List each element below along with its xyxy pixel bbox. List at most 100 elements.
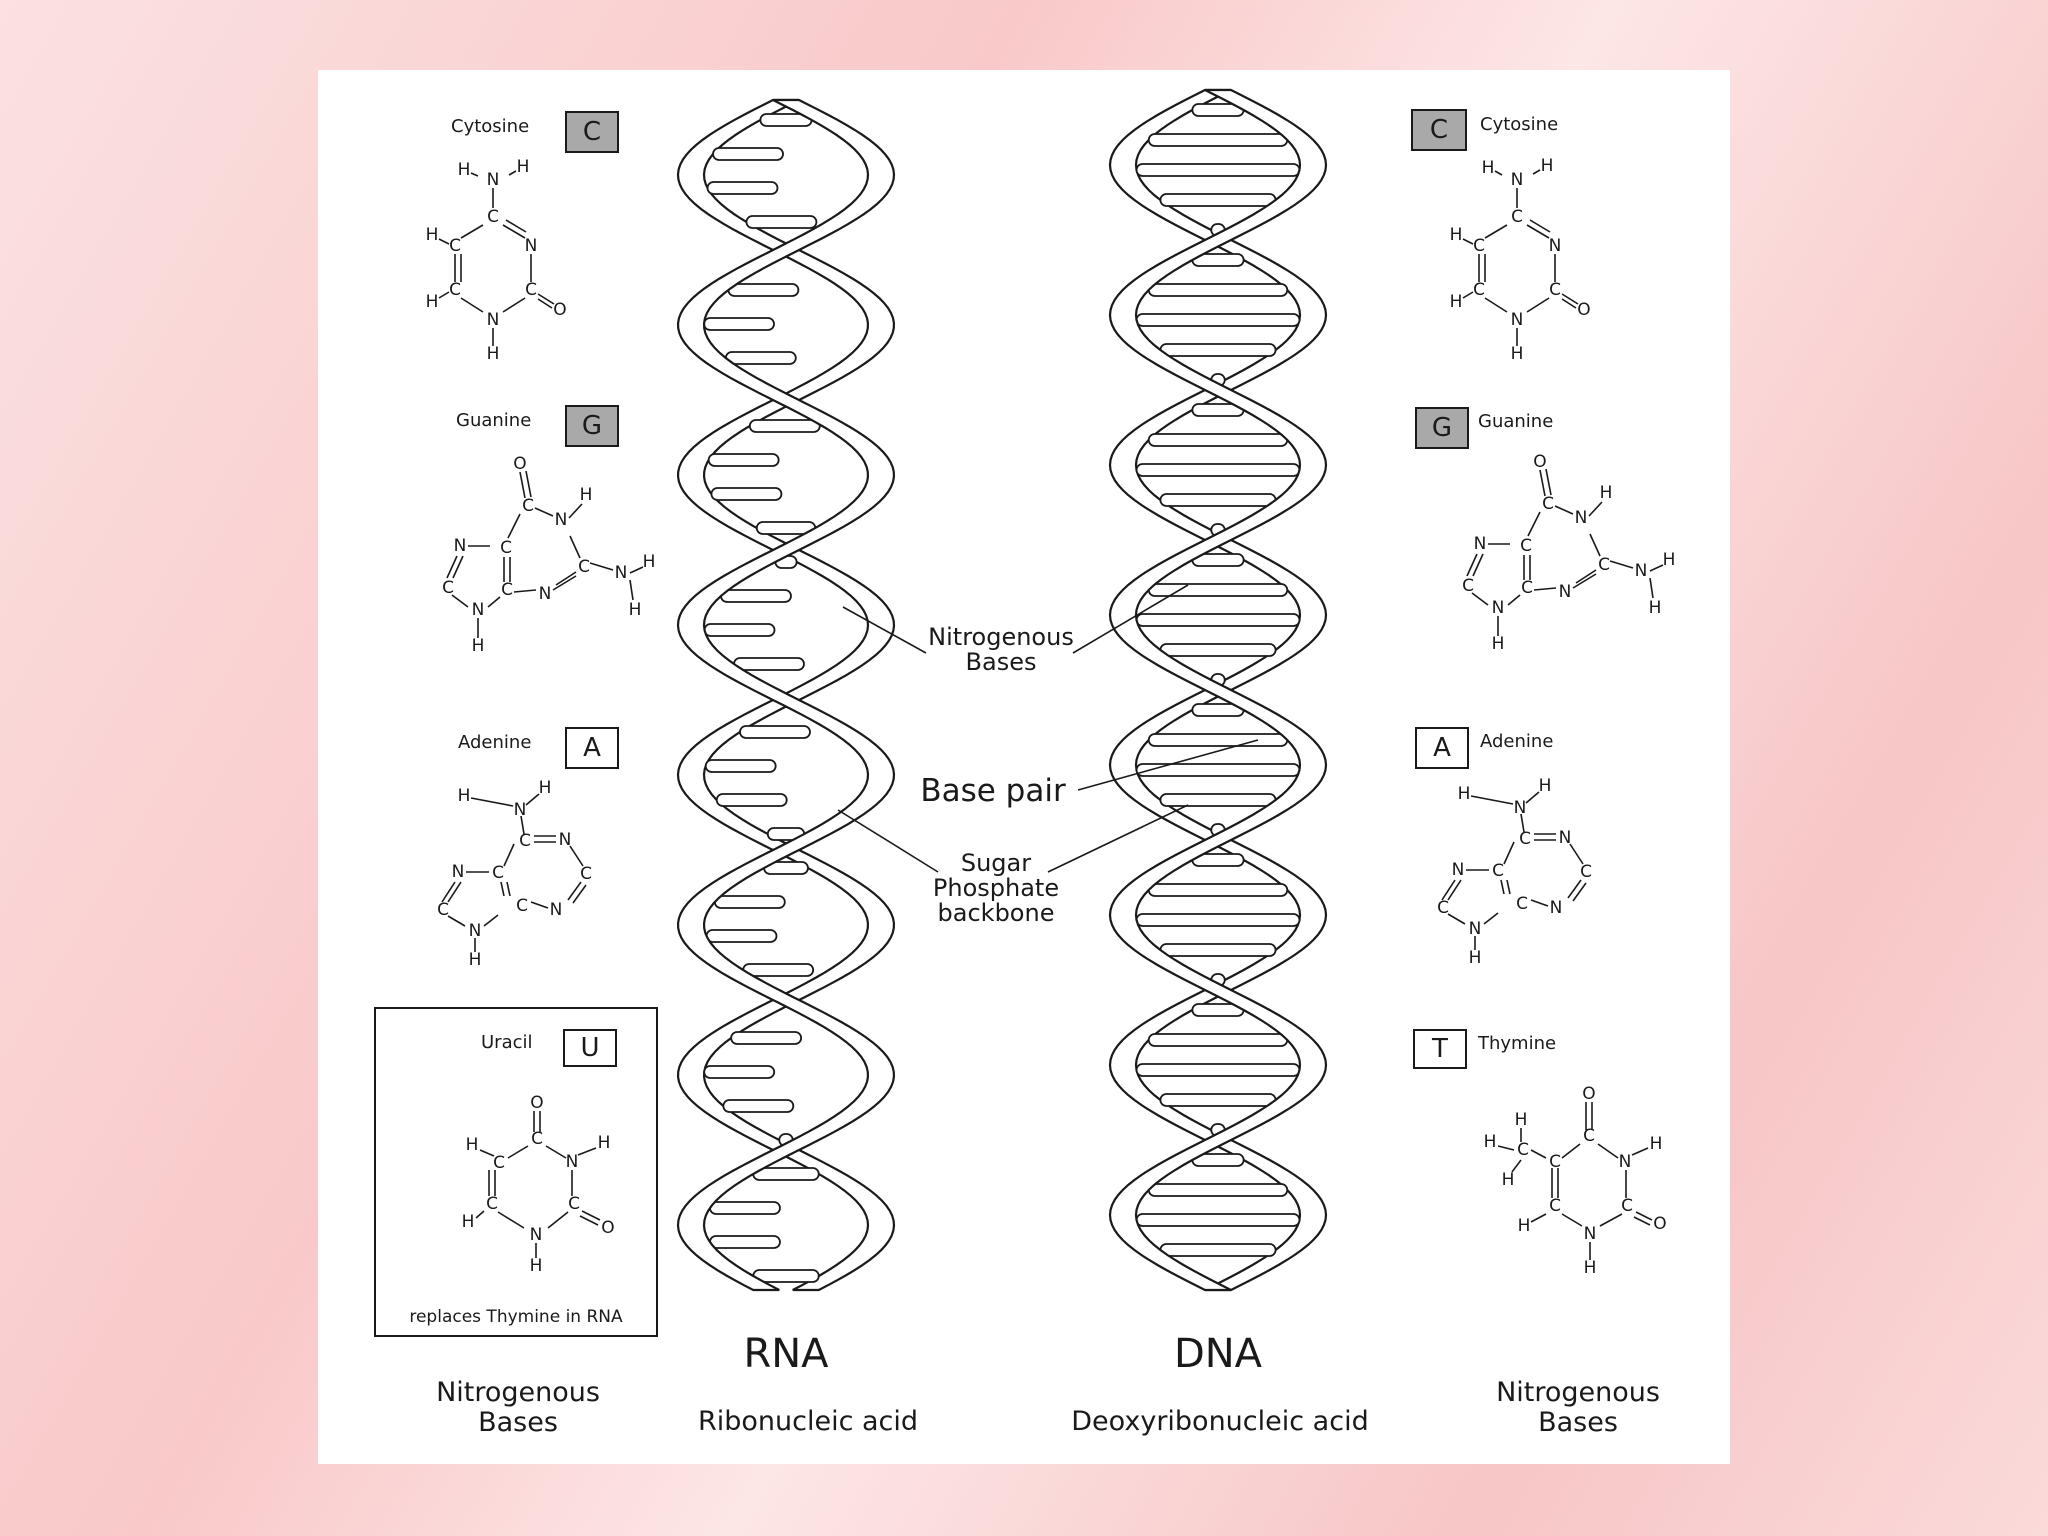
base-pair-rung	[1160, 794, 1275, 806]
svg-text:N: N	[487, 170, 500, 190]
svg-text:C: C	[1462, 576, 1474, 596]
left-cytosine-letter: C	[583, 117, 601, 147]
base-rung	[734, 658, 804, 670]
base-rung	[709, 454, 779, 466]
right-caption-line1: Nitrogenous	[1496, 1377, 1660, 1408]
left-caption-line1: Nitrogenous	[436, 1377, 600, 1408]
base-rung	[726, 352, 796, 364]
right-adenine: A Adenine H N H C N C N	[1416, 728, 1592, 968]
svg-text:H: H	[643, 552, 656, 572]
base-pair-rung	[1149, 134, 1288, 146]
svg-text:N: N	[525, 236, 538, 256]
left-uracil-letter: U	[580, 1033, 599, 1063]
right-thymine-name: Thymine	[1477, 1033, 1556, 1054]
base-rung	[731, 1032, 801, 1044]
svg-text:C: C	[1473, 236, 1485, 256]
svg-text:C: C	[487, 207, 499, 227]
callout-nitrogenous-line1: Nitrogenous	[928, 623, 1074, 651]
callout-sugar-line1: Sugar	[961, 849, 1031, 877]
svg-text:O: O	[513, 454, 526, 474]
base-pair-rung	[1149, 734, 1288, 746]
base-rung	[710, 1236, 780, 1248]
base-pair-rung	[1137, 914, 1300, 926]
right-thymine-letter: T	[1431, 1034, 1448, 1064]
right-caption-line2: Bases	[1538, 1407, 1618, 1438]
svg-text:H: H	[1450, 292, 1463, 312]
svg-text:O: O	[530, 1093, 543, 1113]
svg-text:N: N	[454, 536, 467, 556]
svg-text:H: H	[1600, 483, 1613, 503]
svg-text:C: C	[519, 831, 531, 851]
left-guanine: Guanine G O C N H	[442, 406, 655, 656]
base-pair-rung	[1160, 194, 1275, 206]
svg-text:C: C	[522, 496, 534, 516]
svg-text:N: N	[469, 921, 482, 941]
base-pair-rung	[1160, 494, 1275, 506]
svg-text:H: H	[462, 1212, 475, 1232]
svg-text:H: H	[469, 950, 482, 970]
svg-text:C: C	[1520, 536, 1532, 556]
left-uracil-name: Uracil	[481, 1032, 533, 1053]
svg-text:C: C	[1517, 1140, 1529, 1160]
svg-text:H: H	[1502, 1170, 1515, 1190]
svg-text:N: N	[615, 563, 628, 583]
left-guanine-letter: G	[582, 411, 602, 441]
svg-text:N: N	[1492, 598, 1505, 618]
base-rung	[710, 1202, 780, 1214]
svg-text:C: C	[1437, 898, 1449, 918]
svg-text:H: H	[517, 157, 530, 177]
base-pair-rung	[1137, 164, 1300, 176]
base-pair-rung	[1149, 1034, 1288, 1046]
svg-text:O: O	[553, 300, 566, 320]
svg-text:H: H	[1458, 784, 1471, 804]
svg-text:C: C	[449, 280, 461, 300]
svg-text:H: H	[1515, 1110, 1528, 1130]
base-rung	[750, 420, 820, 432]
svg-text:H: H	[530, 1256, 543, 1276]
svg-text:H: H	[1539, 776, 1552, 796]
base-rung	[728, 284, 798, 296]
base-pair-rung	[1137, 1214, 1300, 1226]
svg-text:C: C	[437, 900, 449, 920]
right-cytosine-structure: H N H C N C C C N O H H H	[1450, 156, 1591, 364]
right-guanine-name: Guanine	[1478, 411, 1553, 432]
svg-text:H: H	[1650, 1134, 1663, 1154]
svg-text:C: C	[580, 864, 592, 884]
base-pair-rung	[1149, 584, 1288, 596]
callout-sugar-line2: Phosphate	[933, 874, 1059, 902]
svg-text:N: N	[1474, 534, 1487, 554]
base-pair-rung	[1160, 644, 1275, 656]
svg-text:N: N	[487, 310, 500, 330]
svg-text:N: N	[1469, 919, 1482, 939]
svg-text:C: C	[1521, 578, 1533, 598]
callout-sugar-line3: backbone	[938, 899, 1055, 927]
callout-base-pair-label: Base pair	[920, 773, 1066, 809]
svg-text:C: C	[1516, 894, 1528, 914]
left-guanine-name: Guanine	[456, 410, 531, 431]
base-pair-rung	[1149, 434, 1288, 446]
rna-title: RNA	[743, 1331, 829, 1377]
svg-text:N: N	[555, 510, 568, 530]
rna-subtitle: Ribonucleic acid	[698, 1406, 918, 1437]
svg-text:C: C	[1492, 861, 1504, 881]
base-rung	[704, 318, 774, 330]
left-adenine: Adenine A H N H C N C	[437, 728, 618, 970]
base-pair-rung	[1160, 1094, 1275, 1106]
svg-text:H: H	[1584, 1258, 1597, 1278]
svg-text:H: H	[1450, 225, 1463, 245]
base-pair-rung	[1160, 344, 1275, 356]
svg-text:C: C	[449, 236, 461, 256]
base-rung	[715, 896, 785, 908]
base-pair-rung	[1137, 314, 1300, 326]
svg-text:N: N	[1635, 561, 1648, 581]
base-rung	[753, 1270, 819, 1282]
backbone-strand-front	[1110, 90, 1326, 1290]
svg-text:O: O	[601, 1218, 614, 1238]
svg-text:H: H	[598, 1133, 611, 1153]
svg-text:C: C	[501, 580, 513, 600]
svg-text:H: H	[487, 344, 500, 364]
svg-text:N: N	[1584, 1224, 1597, 1244]
left-caption-line2: Bases	[478, 1407, 558, 1438]
base-pair-rung	[1137, 464, 1300, 476]
svg-text:N: N	[1549, 236, 1562, 256]
